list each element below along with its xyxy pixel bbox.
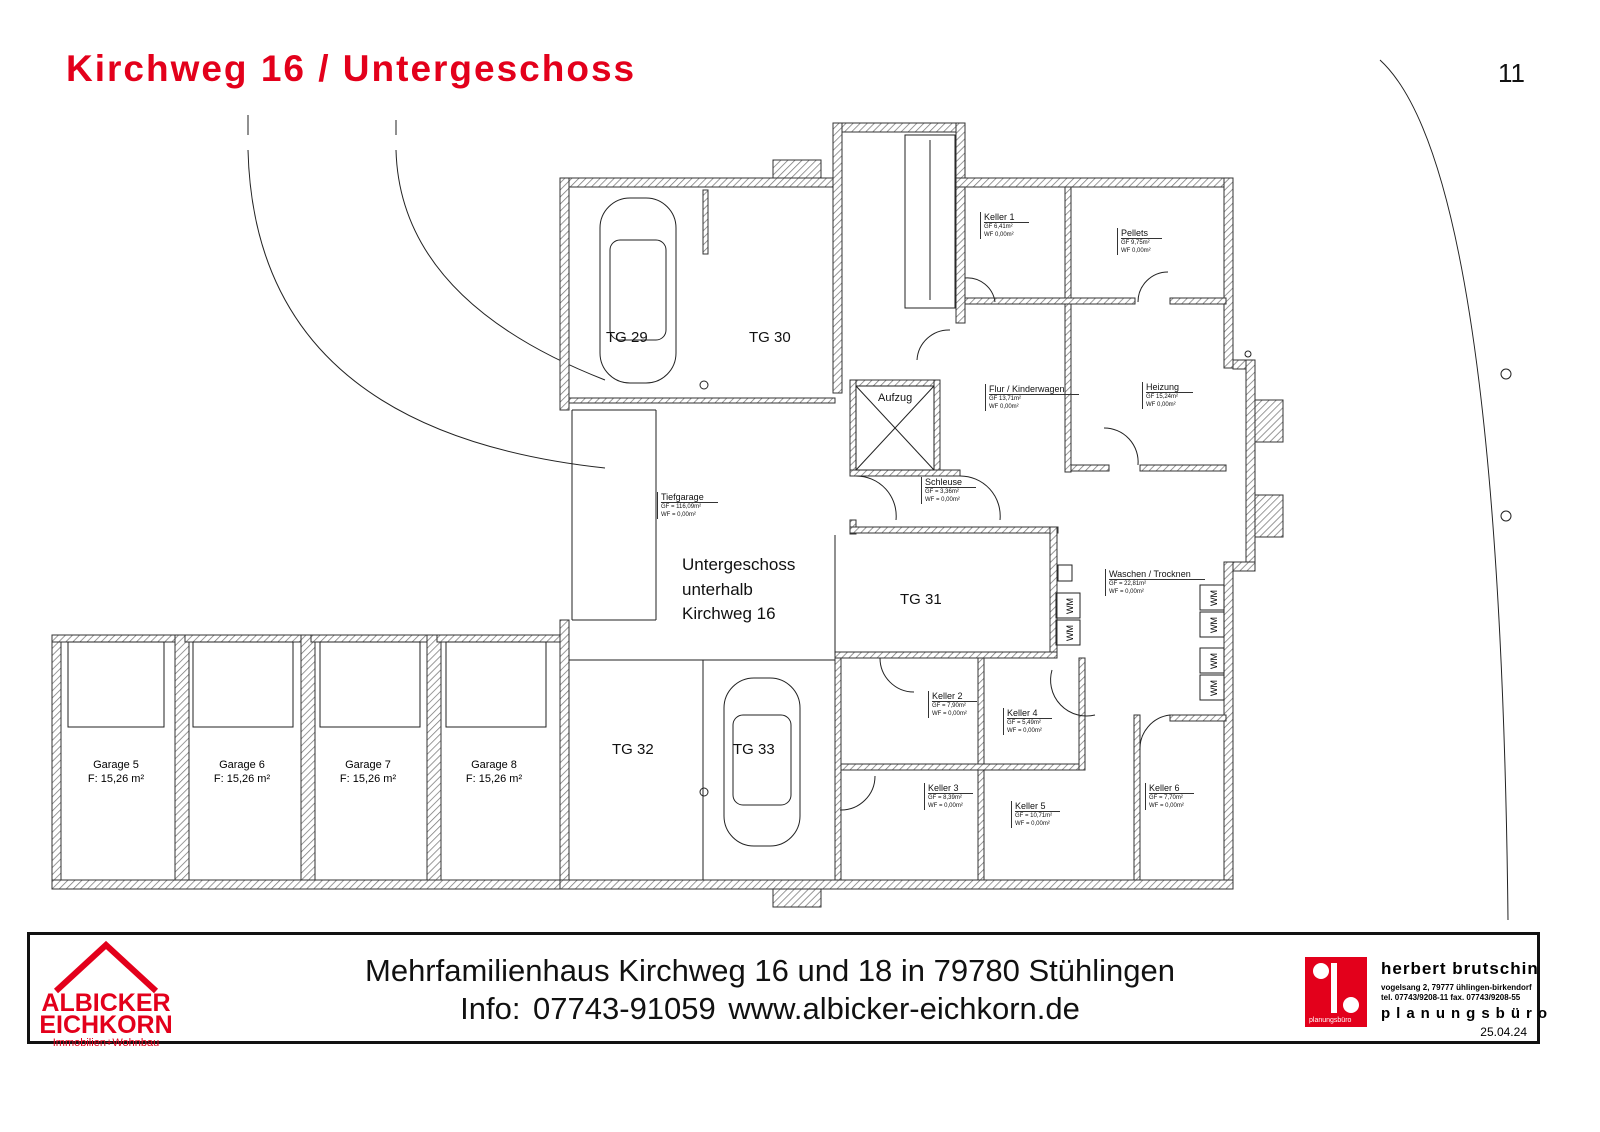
- garage-label: Garage 6 F: 15,26 m²: [192, 758, 292, 786]
- logo-line: EICHKORN: [39, 1011, 173, 1039]
- parking-tg29: TG 29: [606, 329, 648, 346]
- plan-date: 25.04.24: [1480, 1025, 1527, 1039]
- room-name: Keller 2: [932, 691, 977, 702]
- room-gf: GF = 7,70m²: [1149, 795, 1183, 801]
- footer-box: ALBICKER EICHKORN Immobilien+Wohnbau Meh…: [27, 932, 1547, 1049]
- parking-tg32: TG 32: [612, 741, 654, 758]
- room-wf: WF = 0,00m²: [1015, 821, 1050, 827]
- garage-area: F: 15,26 m²: [339, 773, 397, 785]
- logo-line: Immobilien+Wohnbau: [52, 1037, 160, 1049]
- garage-label: Garage 7 F: 15,26 m²: [318, 758, 418, 786]
- washer-label: WM: [1209, 617, 1219, 633]
- room-gf: GF 6,41m²: [984, 224, 1013, 230]
- room-wf: WF = 0,00m²: [661, 512, 696, 518]
- room-wf: WF = 0,00m²: [932, 711, 967, 717]
- footer-contact-line: Info: 07743-91059 www.albicker-eichkorn.…: [460, 991, 1080, 1026]
- parking-tg33: TG 33: [733, 741, 775, 758]
- center-label-line: Kirchweg 16: [682, 604, 776, 623]
- room-name: Keller 1: [984, 212, 1029, 223]
- garage-name: Garage 8: [471, 759, 517, 771]
- center-label: Untergeschoss unterhalb Kirchweg 16: [682, 553, 795, 627]
- garage-area: F: 15,26 m²: [87, 773, 145, 785]
- center-label-line: Untergeschoss: [682, 555, 796, 574]
- room-wf: WF 0,00m²: [1121, 248, 1151, 254]
- planungsbuero-badge-icon: planungsbüro: [1305, 957, 1367, 1027]
- elevator-label: Aufzug: [878, 392, 913, 404]
- garage-name: Garage 5: [93, 759, 139, 771]
- house-roof-icon: [53, 940, 159, 994]
- room-name: Flur / Kinderwagen: [989, 384, 1079, 395]
- washer-label: WM: [1065, 625, 1075, 641]
- logo-line: ALBICKER: [41, 989, 171, 1017]
- garage-area: F: 15,26 m²: [213, 773, 271, 785]
- page-number: 11: [1498, 58, 1525, 88]
- washer-label: WM: [1065, 598, 1075, 614]
- room-name: Pellets: [1121, 228, 1163, 239]
- room-name: Heizung: [1146, 382, 1194, 393]
- washer-label: WM: [1209, 680, 1219, 696]
- room-wf: WF = 0,00m²: [928, 803, 963, 809]
- room-gf: GF 9,75m²: [1121, 240, 1150, 246]
- room-gf: GF 13,71m²: [989, 396, 1022, 402]
- garage-name: Garage 7: [345, 759, 391, 771]
- room-gf: GF = 10,71m²: [1015, 813, 1053, 819]
- room-name: Tiefgarage: [661, 492, 718, 503]
- office-name: herbert brutschin: [1381, 959, 1539, 978]
- office-address: vogelsang 2, 79777 ühlingen-birkendorf: [1381, 983, 1532, 992]
- room-gf: GF = 3,36m²: [925, 489, 959, 495]
- room-wf: WF = 0,00m²: [925, 497, 960, 503]
- room-wf: WF 0,00m²: [984, 232, 1014, 238]
- room-gf: GF = 8,39m²: [928, 795, 962, 801]
- footer-project-line: Mehrfamilienhaus Kirchweg 16 und 18 in 7…: [365, 953, 1175, 988]
- parking-tg30: TG 30: [749, 329, 791, 346]
- room-wf: WF = 0,00m²: [1007, 728, 1042, 734]
- room-wf: WF = 0,00m²: [1149, 803, 1184, 809]
- room-gf: GF = 5,49m²: [1007, 720, 1041, 726]
- office-subtitle: planungsbüro: [1381, 1005, 1553, 1022]
- room-gf: GF = 116,09m²: [661, 504, 702, 510]
- washer-label: WM: [1209, 590, 1219, 606]
- parking-tg31: TG 31: [900, 591, 942, 608]
- page-title: Kirchweg 16 / Untergeschoss: [66, 48, 637, 89]
- room-name: Waschen / Trocknen: [1109, 569, 1205, 580]
- room-wf: WF 0,00m²: [989, 404, 1019, 410]
- badge-text: planungsbüro: [1309, 1017, 1352, 1024]
- garage-area: F: 15,26 m²: [465, 773, 523, 785]
- room-gf: GF = 7,90m²: [932, 703, 966, 709]
- walls: [51, 122, 1284, 908]
- room-wf: WF = 0,00m²: [1109, 589, 1144, 595]
- garage-label: Garage 5 F: 15,26 m²: [66, 758, 166, 786]
- room-gf: GF = 22,81m²: [1109, 581, 1147, 587]
- room-name: Schleuse: [925, 477, 977, 488]
- office-phone: tel. 07743/9208-11 fax. 07743/9208-55: [1381, 993, 1521, 1002]
- room-wf: WF 0,00m²: [1146, 402, 1176, 408]
- washer-label: WM: [1209, 653, 1219, 669]
- albicker-eichkorn-logo: ALBICKER EICHKORN Immobilien+Wohnbau: [36, 939, 176, 1049]
- room-name: Keller 3: [928, 783, 973, 794]
- room-name: Keller 4: [1007, 708, 1052, 719]
- room-name: Keller 6: [1149, 783, 1194, 794]
- planungsbuero-logo: planungsbüro herbert brutschin vogelsang…: [1305, 955, 1547, 1045]
- room-name: Keller 5: [1015, 801, 1060, 812]
- room-gf: GF 15,24m²: [1146, 394, 1179, 400]
- center-label-line: unterhalb: [682, 579, 753, 599]
- garage-label: Garage 8 F: 15,26 m²: [444, 758, 544, 786]
- garage-name: Garage 6: [219, 759, 265, 771]
